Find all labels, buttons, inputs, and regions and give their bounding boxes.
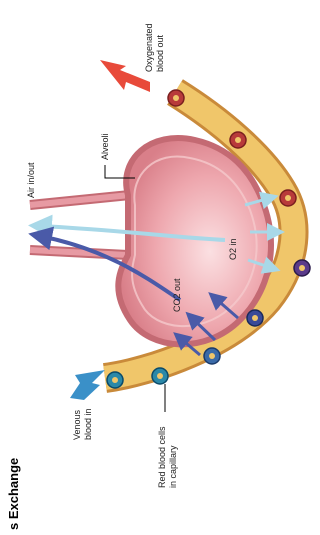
label-oxygenated-1: Oxygenated (144, 23, 154, 72)
venous-blood-in-arrow (70, 370, 105, 400)
diagram-title: s Exchange (6, 458, 21, 530)
label-co2-out: CO2 out (172, 278, 182, 312)
label-rbc-2: in capillary (168, 445, 178, 488)
label-venous-1: Venous (72, 409, 82, 440)
label-rbc-1: Red blood cells (157, 426, 167, 488)
label-air-in-out: Air in/out (26, 162, 36, 198)
label-alveoli: Alveoli (100, 133, 110, 160)
oxygenated-blood-out-arrow (100, 60, 150, 92)
label-venous-2: blood in (83, 408, 93, 440)
label-oxygenated-2: blood out (155, 34, 165, 72)
label-o2-in: O2 in (228, 238, 238, 260)
